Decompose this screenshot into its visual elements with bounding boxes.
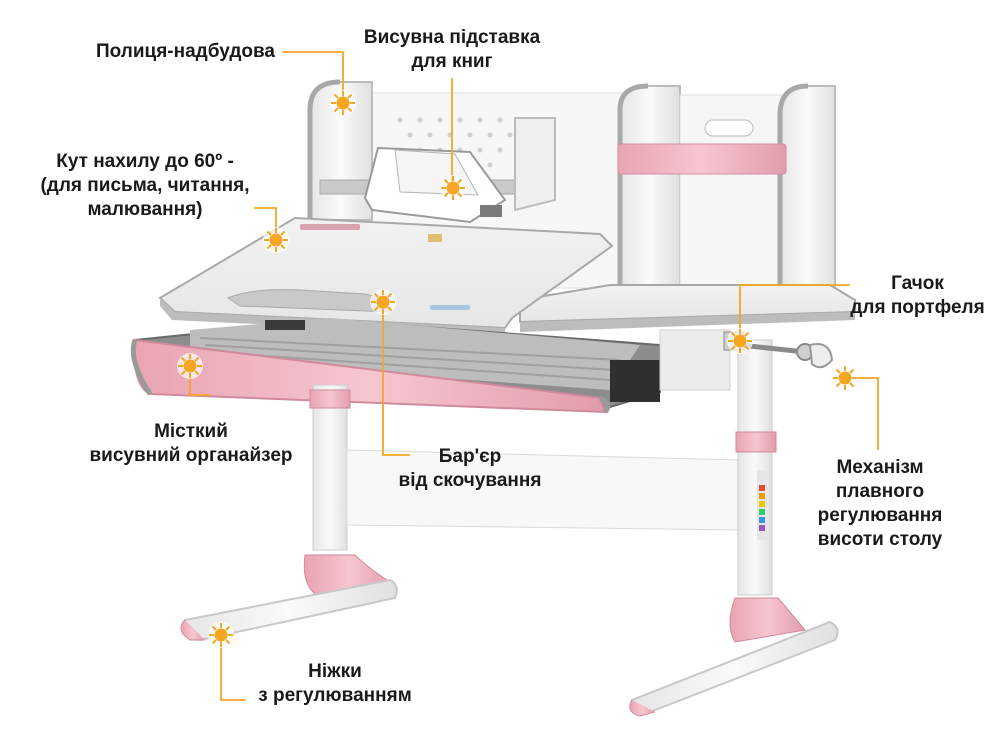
callout-barrier-line: від скочування bbox=[398, 470, 542, 491]
marker-hook-icon bbox=[727, 328, 753, 354]
hutch-right-side bbox=[619, 85, 681, 291]
callout-height-mechanism-line: плавного bbox=[835, 481, 925, 502]
marker-legs-icon bbox=[208, 622, 234, 648]
callout-tilt: Кут нахилу до 60º - (для письма, читання… bbox=[30, 150, 260, 222]
pink-hutch-bar bbox=[617, 143, 787, 175]
height-scale bbox=[759, 485, 765, 531]
callout-tilt-line: малювання) bbox=[87, 199, 203, 220]
callout-legs-line: з регулюванням bbox=[258, 685, 412, 706]
marker-book-stand-icon bbox=[440, 175, 466, 201]
callout-book-stand-line: для книг bbox=[411, 51, 493, 72]
callout-hook: Гачок для портфеля bbox=[845, 272, 990, 320]
callout-markers bbox=[177, 90, 858, 648]
callout-organizer: Місткий висувний органайзер bbox=[76, 420, 306, 468]
callout-organizer-line: Місткий bbox=[154, 421, 228, 442]
callout-tilt-line: Кут нахилу до 60º - bbox=[56, 151, 234, 172]
marker-height-mechanism-icon bbox=[832, 365, 858, 391]
callout-hook-line: Гачок bbox=[891, 273, 944, 294]
callout-height-mechanism: Механізм плавного регулювання висоти сто… bbox=[800, 456, 960, 552]
callout-legs-line: Ніжки bbox=[308, 661, 362, 682]
callout-organizer-line: висувний органайзер bbox=[89, 445, 293, 466]
callout-book-stand: Висувна підставка для книг bbox=[352, 26, 552, 74]
right-leg-foot-pink bbox=[729, 597, 806, 643]
marker-barrier-icon bbox=[370, 289, 396, 315]
callout-book-stand-line: Висувна підставка bbox=[363, 27, 541, 48]
marker-shelf-icon bbox=[330, 90, 356, 116]
callout-shelf: Полиця-надбудова bbox=[96, 40, 275, 64]
callout-height-mechanism-line: регулювання bbox=[817, 505, 943, 526]
callout-height-mechanism-line: Механізм bbox=[836, 457, 924, 478]
book-stand bbox=[514, 117, 556, 212]
callout-lines bbox=[189, 51, 879, 701]
marker-tilt-icon bbox=[263, 227, 289, 253]
callout-legs: Ніжки з регулюванням bbox=[240, 660, 430, 708]
callout-hook-line: для портфеля bbox=[850, 297, 985, 318]
callout-barrier: Бар'єр від скочування bbox=[380, 445, 560, 493]
callout-barrier-line: Бар'єр bbox=[438, 446, 502, 467]
callout-shelf-line: Полиця-надбудова bbox=[96, 41, 275, 62]
callout-tilt-line: (для письма, читання, bbox=[40, 175, 250, 196]
marker-organizer-icon bbox=[177, 353, 203, 379]
right-leg-column bbox=[737, 339, 773, 596]
callout-height-mechanism-line: висоти столу bbox=[817, 529, 943, 550]
left-leg-column bbox=[312, 384, 348, 551]
